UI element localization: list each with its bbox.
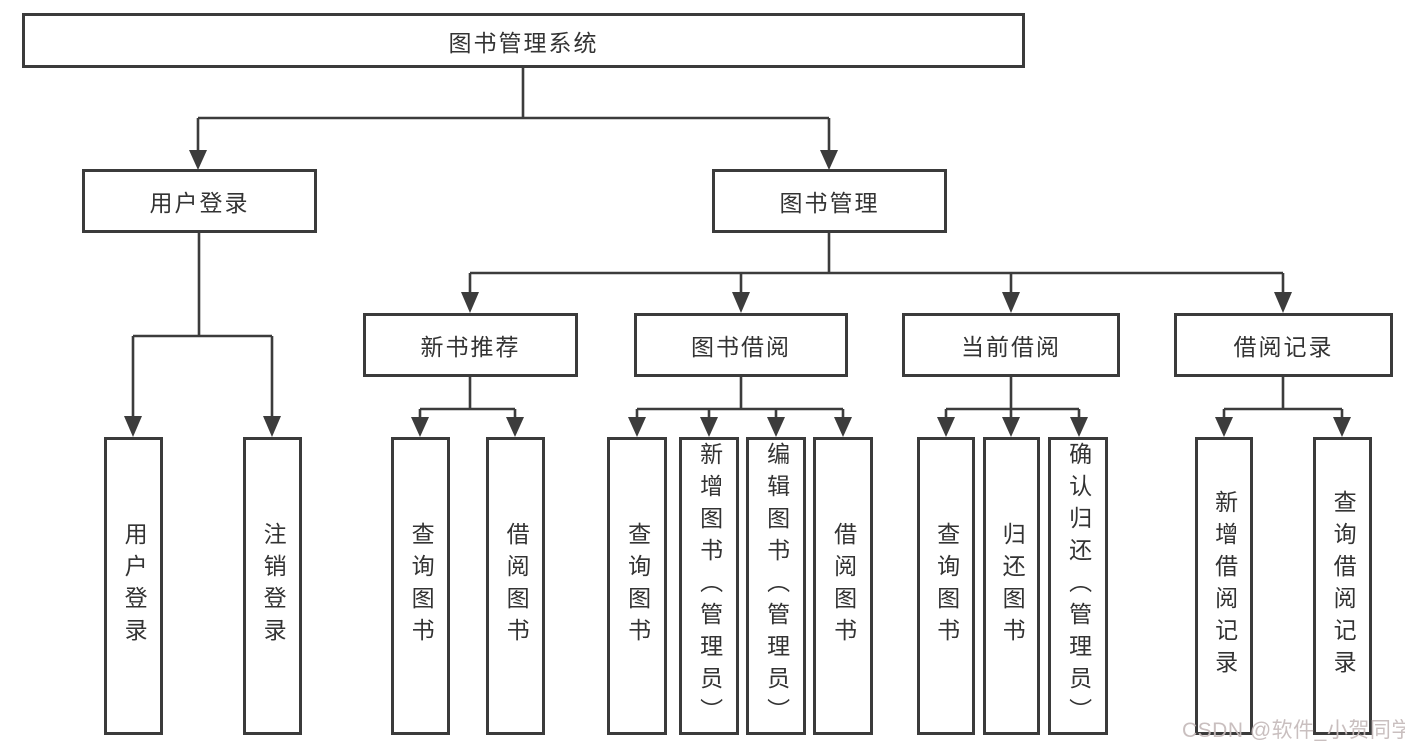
leaf-borrow-books-2: 借阅图书 <box>813 437 873 735</box>
node-book-management: 图书管理 <box>712 169 947 233</box>
arrow-book-management <box>820 150 838 170</box>
arrow-book-borrowing <box>732 292 750 313</box>
node-current-borrowing: 当前借阅 <box>902 313 1120 377</box>
arrow-leaf-add-record <box>1215 417 1233 437</box>
node-label: 当前借阅 <box>961 334 1061 360</box>
edge-user-login-split <box>131 233 274 417</box>
leaf-search-borrow-record: 查询借阅记录 <box>1313 437 1372 735</box>
csdn-watermark: CSDN @软件_小贺同学 <box>1182 719 1405 742</box>
arrow-leaf-user-login <box>124 416 142 437</box>
leaf-logout: 注销登录 <box>243 437 302 735</box>
node-label: 图书借阅 <box>691 334 791 360</box>
node-label: 借阅记录 <box>1233 334 1334 360</box>
arrow-new-books <box>461 292 479 313</box>
arrow-leaf-borrow-books-1 <box>506 417 524 437</box>
arrow-leaf-logout <box>263 416 281 437</box>
node-borrowing-records: 借阅记录 <box>1174 313 1393 377</box>
edge-book-management-split <box>468 233 1285 294</box>
arrow-leaf-search-books-1 <box>411 417 429 437</box>
leaf-borrow-books-1: 借阅图书 <box>486 437 545 735</box>
leaf-search-books-3: 查询图书 <box>917 437 975 735</box>
node-label: 用户登录 <box>149 190 250 216</box>
arrow-leaf-search-books-3 <box>937 417 955 437</box>
arrow-leaf-search-record <box>1333 417 1351 437</box>
leaf-add-books-admin: 新增图书（管理员） <box>679 437 739 735</box>
arrow-leaf-return-books <box>1002 417 1020 437</box>
arrow-current-borrowing <box>1002 292 1020 313</box>
leaf-return-books: 归还图书 <box>983 437 1040 735</box>
node-user-login: 用户登录 <box>82 169 317 233</box>
edge-borrowing-records-split <box>1222 377 1344 419</box>
edge-root-split <box>196 68 831 152</box>
leaf-confirm-return-admin: 确认归还（管理员） <box>1048 437 1108 735</box>
leaf-add-borrow-record: 新增借阅记录 <box>1195 437 1253 735</box>
arrow-leaf-add-books <box>700 417 718 437</box>
leaf-user-login: 用户登录 <box>104 437 163 735</box>
edge-current-borrowing-split <box>944 377 1081 419</box>
arrow-leaf-confirm-return <box>1070 417 1088 437</box>
arrowheads <box>124 150 1351 437</box>
node-book-borrowing: 图书借阅 <box>634 313 848 377</box>
node-new-book-recommendation: 新书推荐 <box>363 313 578 377</box>
node-label: 图书管理 <box>779 190 880 216</box>
node-label: 图书管理系统 <box>448 29 599 56</box>
arrow-user-login <box>189 150 207 170</box>
leaf-search-books-1: 查询图书 <box>391 437 450 735</box>
arrow-leaf-edit-books <box>767 417 785 437</box>
edge-book-borrowing-split <box>635 377 845 419</box>
leaf-search-books-2: 查询图书 <box>607 437 667 735</box>
arrow-leaf-borrow-books-2 <box>834 417 852 437</box>
node-library-management-system: 图书管理系统 <box>22 13 1025 68</box>
leaf-edit-books-admin: 编辑图书（管理员） <box>746 437 806 735</box>
node-label: 新书推荐 <box>420 334 521 360</box>
edge-new-books-split <box>418 377 517 419</box>
arrow-leaf-search-books-2 <box>628 417 646 437</box>
arrow-borrowing-records <box>1274 292 1292 313</box>
